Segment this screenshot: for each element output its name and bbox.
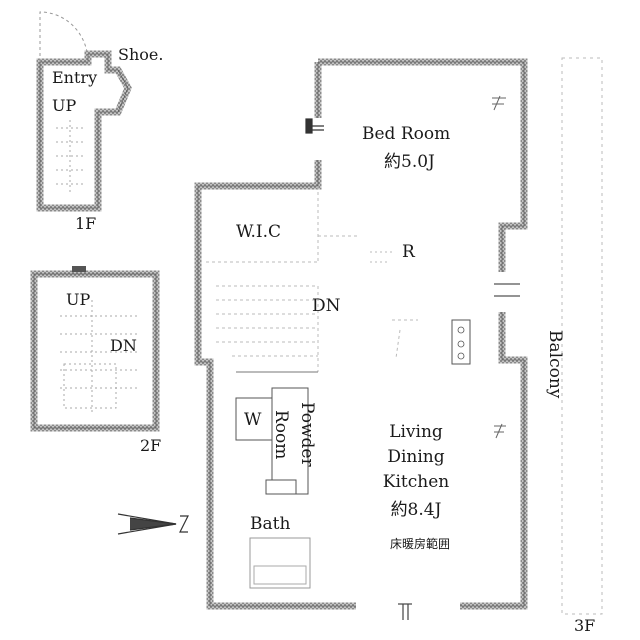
floor-1f-label: 1F	[75, 214, 97, 233]
room-label: Room	[271, 410, 291, 460]
floor-1f-plan	[36, 11, 132, 212]
powder-label: Powder	[297, 402, 317, 467]
floor-3f-wall	[194, 58, 528, 610]
aircon-marker	[492, 95, 506, 439]
floor-2f-stairs	[60, 300, 140, 412]
entry-door-swing	[39, 11, 89, 63]
kitchen-label: Kitchen	[382, 472, 450, 492]
f3-dn-label: DN	[312, 296, 341, 316]
wic-label: W.I.C	[236, 222, 282, 242]
interior-partitions	[206, 186, 418, 372]
bed-room-size: 約5.0J	[384, 152, 435, 172]
bedroom-window	[305, 118, 324, 134]
dining-label: Dining	[387, 447, 445, 467]
living-label: Living	[389, 422, 443, 442]
bath-label: Bath	[250, 514, 291, 534]
floor-2f-plan	[30, 266, 160, 432]
f1-up-label: UP	[52, 96, 77, 115]
north-compass-icon	[117, 513, 189, 535]
floor-2f-label: 2F	[140, 436, 162, 455]
entry-label: Entry	[52, 68, 98, 87]
floor-1f-stairs	[56, 120, 84, 195]
floor-3f-plan	[194, 57, 603, 620]
balcony-door	[494, 283, 520, 297]
balcony-label: Balcony	[545, 330, 565, 399]
kitchen-stove	[457, 326, 465, 360]
ceiling-slope-mark	[370, 251, 392, 263]
balcony-outline	[561, 57, 603, 615]
stair-arrow-marker	[398, 603, 412, 620]
floor-2f-wall	[30, 270, 160, 432]
floor-3f-label: 3F	[574, 616, 596, 635]
shoe-storage-label: Shoe.	[118, 45, 164, 64]
f2-dn-label: DN	[110, 336, 137, 355]
floor-heating-label: 床暖房範囲	[390, 537, 451, 551]
kitchen-counter	[451, 319, 471, 365]
washroom-label: W	[244, 410, 262, 430]
ldk-size: 約8.4J	[390, 500, 442, 520]
bed-room-label: Bed Room	[362, 124, 451, 144]
f2-up-label: UP	[66, 290, 91, 309]
r-label: R	[402, 242, 415, 262]
wet-area-block	[235, 371, 318, 589]
